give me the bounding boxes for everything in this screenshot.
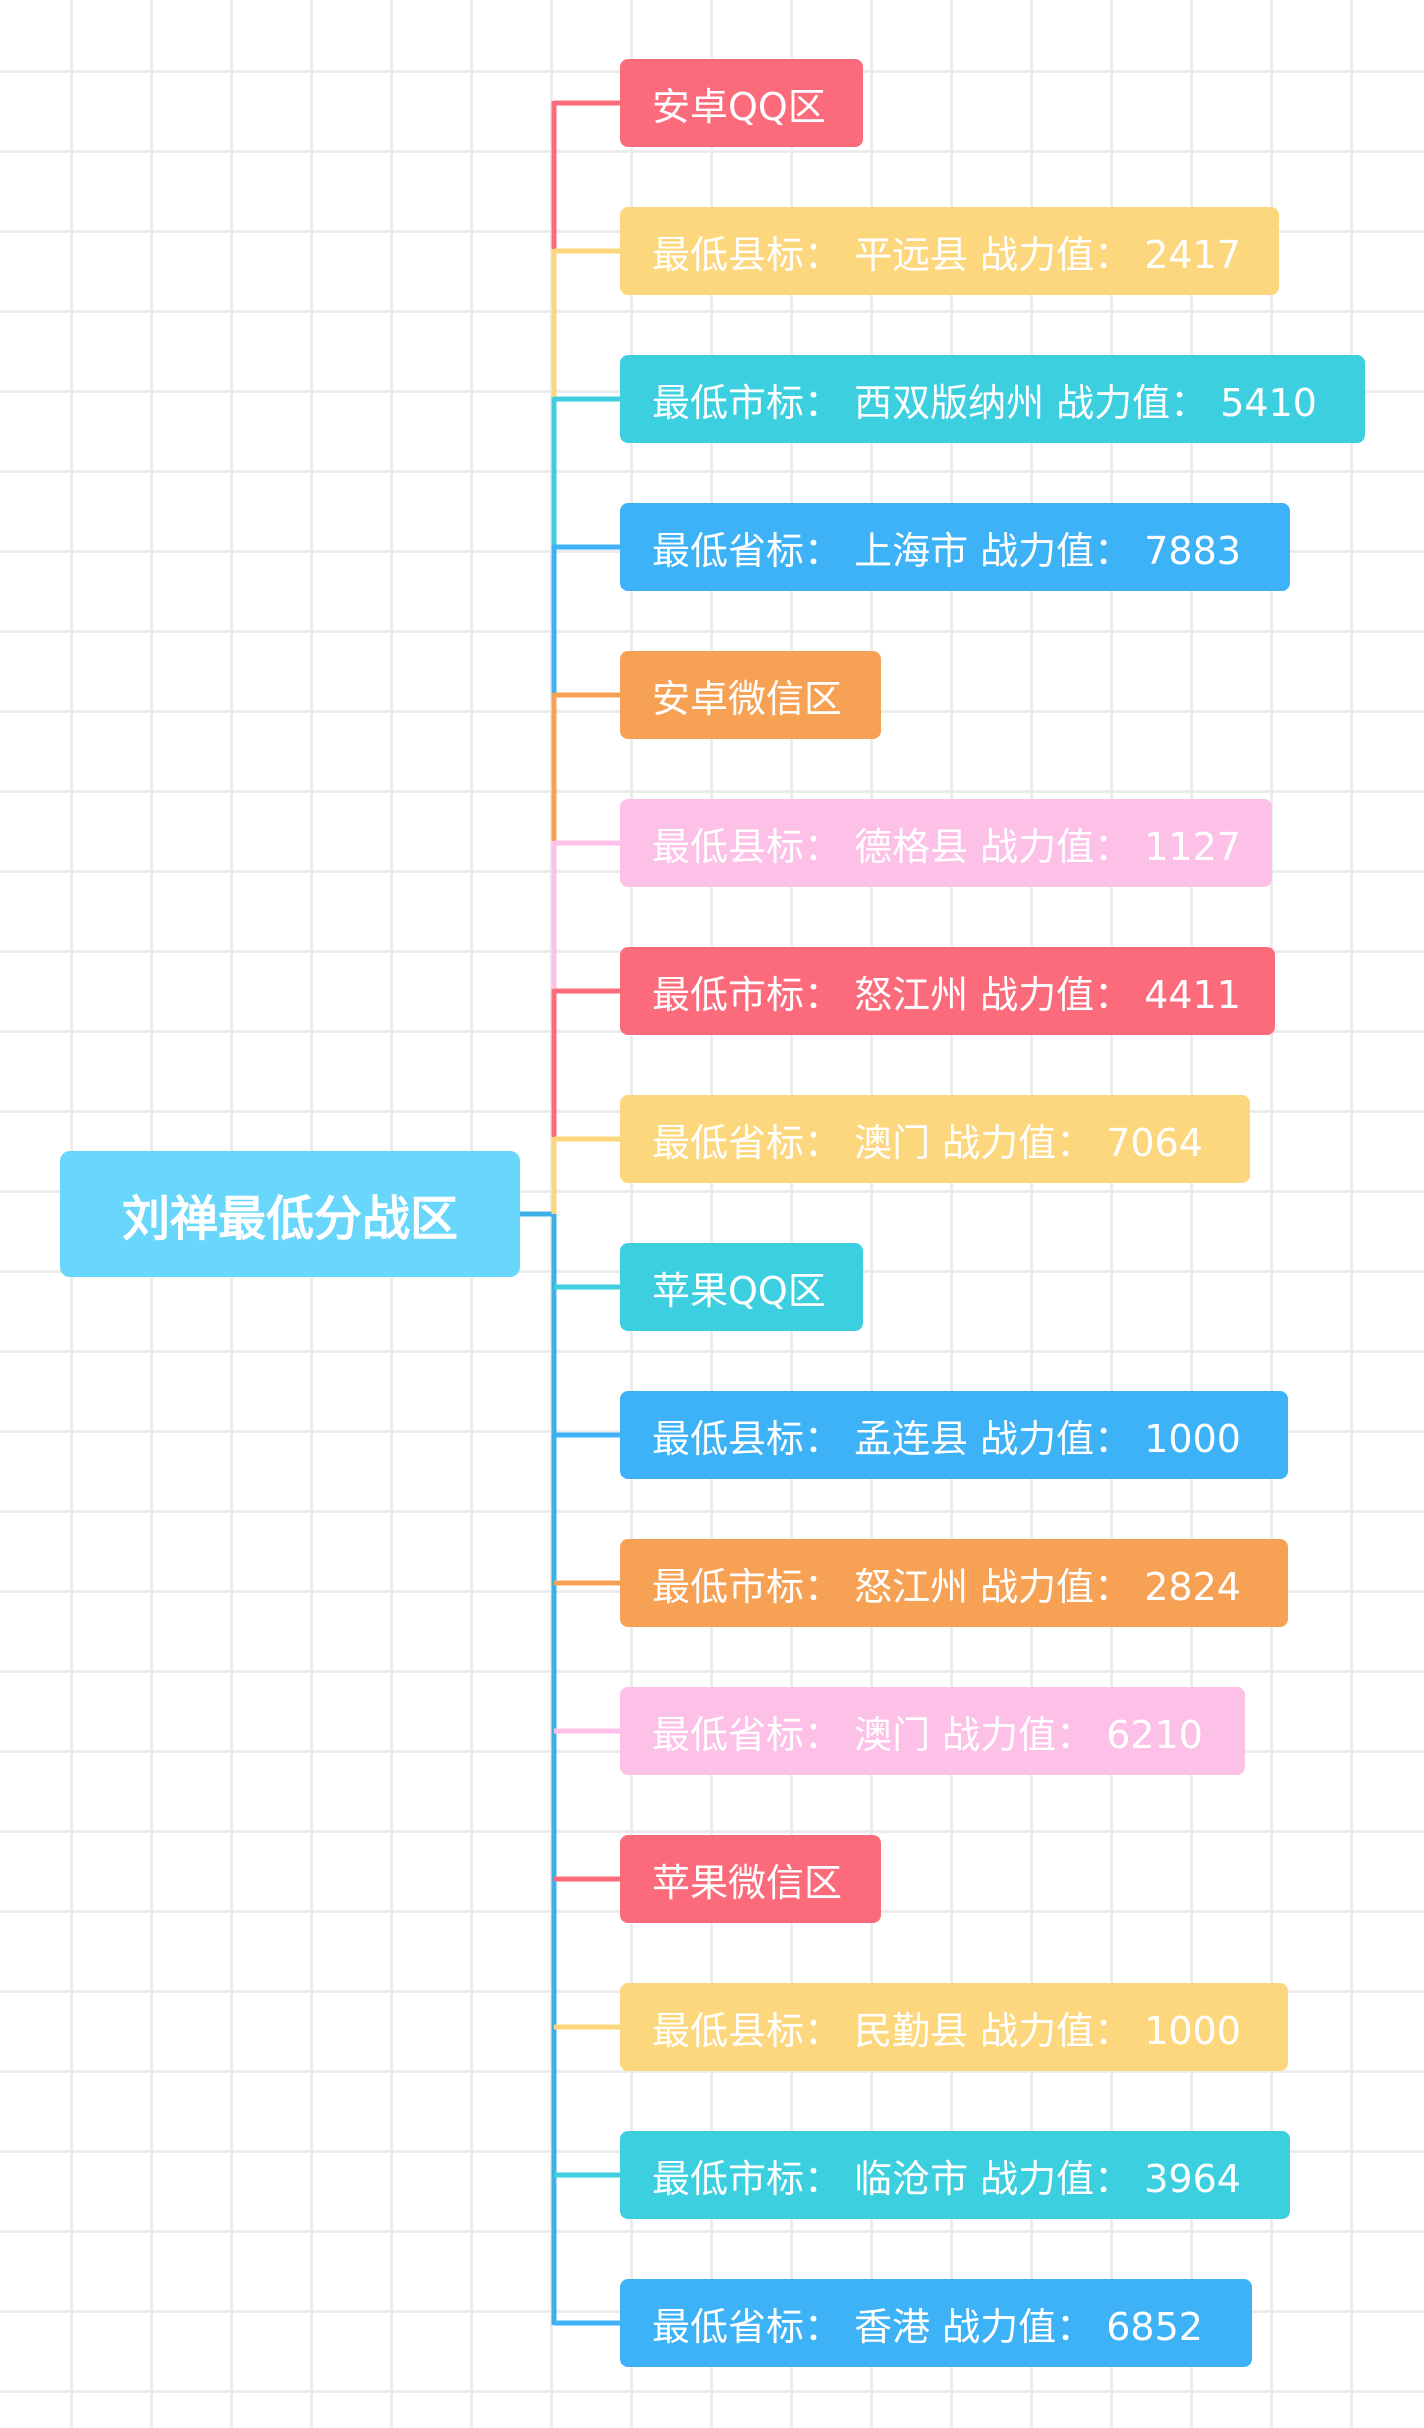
branch-node[interactable]: 最低市标： 怒江州 战力值： 4411 [620,947,1275,1035]
branch-node[interactable]: 苹果微信区 [620,1835,881,1923]
branch-node[interactable]: 最低省标： 香港 战力值： 6852 [620,2279,1252,2367]
branch-node[interactable]: 最低省标： 澳门 战力值： 6210 [620,1687,1245,1775]
branch-node[interactable]: 苹果QQ区 [620,1243,863,1331]
branch-node[interactable]: 最低省标： 澳门 战力值： 7064 [620,1095,1250,1183]
branch-node[interactable]: 最低市标： 西双版纳州 战力值： 5410 [620,355,1365,443]
root-node[interactable]: 刘禅最低分战区 [60,1151,520,1277]
branch-node[interactable]: 最低县标： 民勤县 战力值： 1000 [620,1983,1288,2071]
branch-node[interactable]: 安卓微信区 [620,651,881,739]
branch-node[interactable]: 最低省标： 上海市 战力值： 7883 [620,503,1290,591]
branch-node[interactable]: 最低市标： 怒江州 战力值： 2824 [620,1539,1288,1627]
branch-node[interactable]: 最低县标： 孟连县 战力值： 1000 [620,1391,1288,1479]
branch-node[interactable]: 最低市标： 临沧市 战力值： 3964 [620,2131,1290,2219]
branch-node[interactable]: 安卓QQ区 [620,59,863,147]
branch-node[interactable]: 最低县标： 德格县 战力值： 1127 [620,799,1272,887]
branch-node[interactable]: 最低县标： 平远县 战力值： 2417 [620,207,1279,295]
